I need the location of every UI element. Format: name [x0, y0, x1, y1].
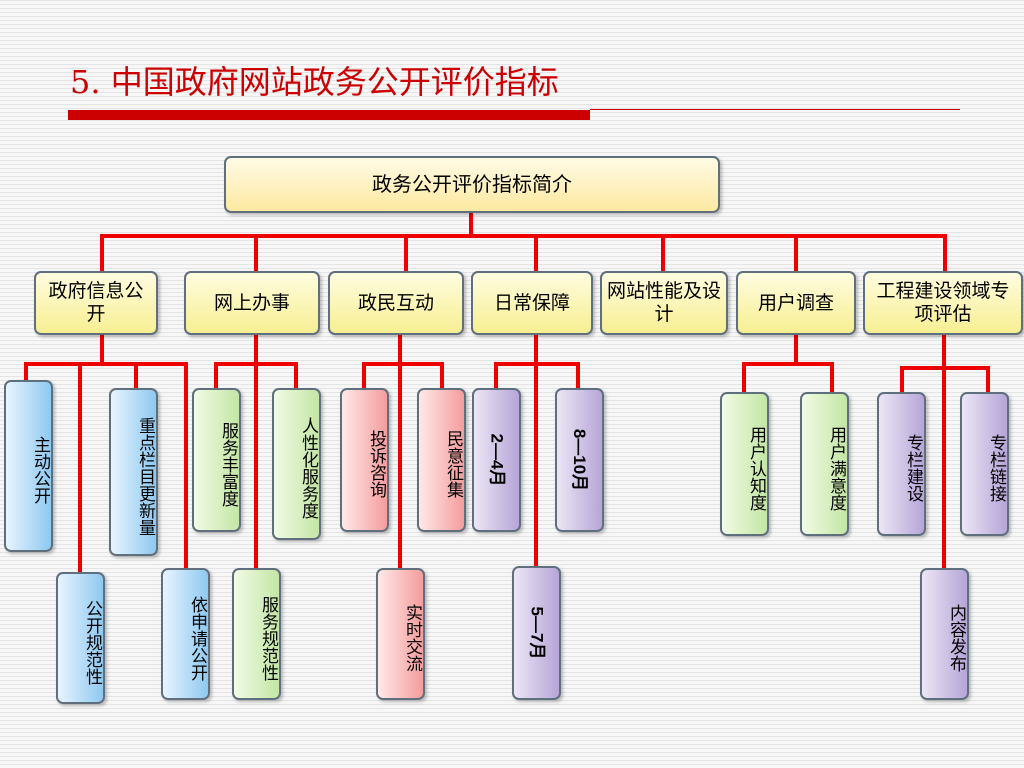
category-daily-maintenance: 日常保障 [471, 271, 593, 335]
period-label: 8—10月 [570, 428, 590, 492]
connector [254, 334, 258, 570]
connector [100, 334, 104, 364]
connector [362, 362, 444, 366]
leaf-public-opinion-collection: 民意征集 [417, 388, 466, 532]
leaf-user-friendly-service: 人性化服务度 [272, 388, 321, 540]
leaf-period-feb-apr: 2—4月 [472, 388, 521, 532]
connector [398, 334, 402, 570]
connector [440, 362, 444, 390]
leaf-service-standard: 服务规范性 [232, 568, 281, 700]
connector [214, 362, 298, 366]
connector [294, 362, 298, 390]
connector [214, 362, 218, 390]
leaf-disclosure-standard: 公开规范性 [56, 572, 105, 704]
connector [900, 366, 990, 370]
leaf-user-satisfaction: 用户满意度 [800, 392, 849, 536]
connector [404, 234, 408, 272]
connector [134, 362, 138, 392]
connector [362, 362, 366, 390]
category-citizen-interaction: 政民互动 [328, 271, 464, 335]
period-label: 2—4月 [487, 433, 507, 487]
connector [830, 362, 834, 392]
connector [100, 234, 947, 238]
connector [661, 234, 665, 272]
connector [494, 362, 580, 366]
connector [254, 234, 258, 272]
title-underline-line [590, 109, 960, 110]
page-title: 5. 中国政府网站政务公开评价指标 [70, 63, 559, 101]
leaf-key-column-updates: 重点栏目更新量 [109, 388, 158, 556]
category-user-survey: 用户调查 [736, 271, 856, 335]
connector [100, 234, 104, 272]
connector [900, 366, 904, 394]
leaf-period-aug-oct: 8—10月 [555, 388, 604, 532]
root-node: 政务公开评价指标简介 [224, 156, 720, 213]
period-label: 5—7月 [527, 606, 547, 660]
connector [942, 334, 946, 570]
connector [742, 362, 746, 392]
category-site-performance-design: 网站性能及设计 [600, 271, 728, 335]
connector [494, 362, 498, 390]
connector [943, 234, 947, 272]
leaf-service-richness: 服务丰富度 [192, 388, 241, 532]
leaf-on-request-disclosure: 依申请公开 [161, 568, 210, 700]
connector [78, 362, 82, 574]
connector [534, 334, 538, 568]
category-engineering-special-assessment: 工程建设领域专项评估 [863, 271, 1023, 335]
connector [534, 234, 538, 272]
leaf-column-construction: 专栏建设 [877, 392, 926, 536]
connector [184, 362, 188, 570]
leaf-period-may-jul: 5—7月 [512, 566, 561, 700]
connector [742, 362, 834, 366]
leaf-column-links: 专栏链接 [960, 392, 1009, 536]
connector [794, 334, 798, 364]
leaf-complaint-consultation: 投诉咨询 [340, 388, 389, 532]
connector [576, 362, 580, 390]
connector [794, 234, 798, 272]
connector [24, 362, 188, 366]
connector [469, 212, 473, 236]
leaf-real-time-exchange: 实时交流 [376, 568, 425, 700]
connector [24, 362, 28, 382]
leaf-proactive-disclosure: 主动公开 [4, 380, 53, 552]
category-gov-info-disclosure: 政府信息公开 [34, 271, 158, 335]
leaf-user-awareness: 用户认知度 [720, 392, 769, 536]
category-online-services: 网上办事 [184, 271, 320, 335]
leaf-content-publishing: 内容发布 [920, 568, 969, 700]
title-underline-bar [68, 110, 590, 120]
connector [986, 366, 990, 394]
